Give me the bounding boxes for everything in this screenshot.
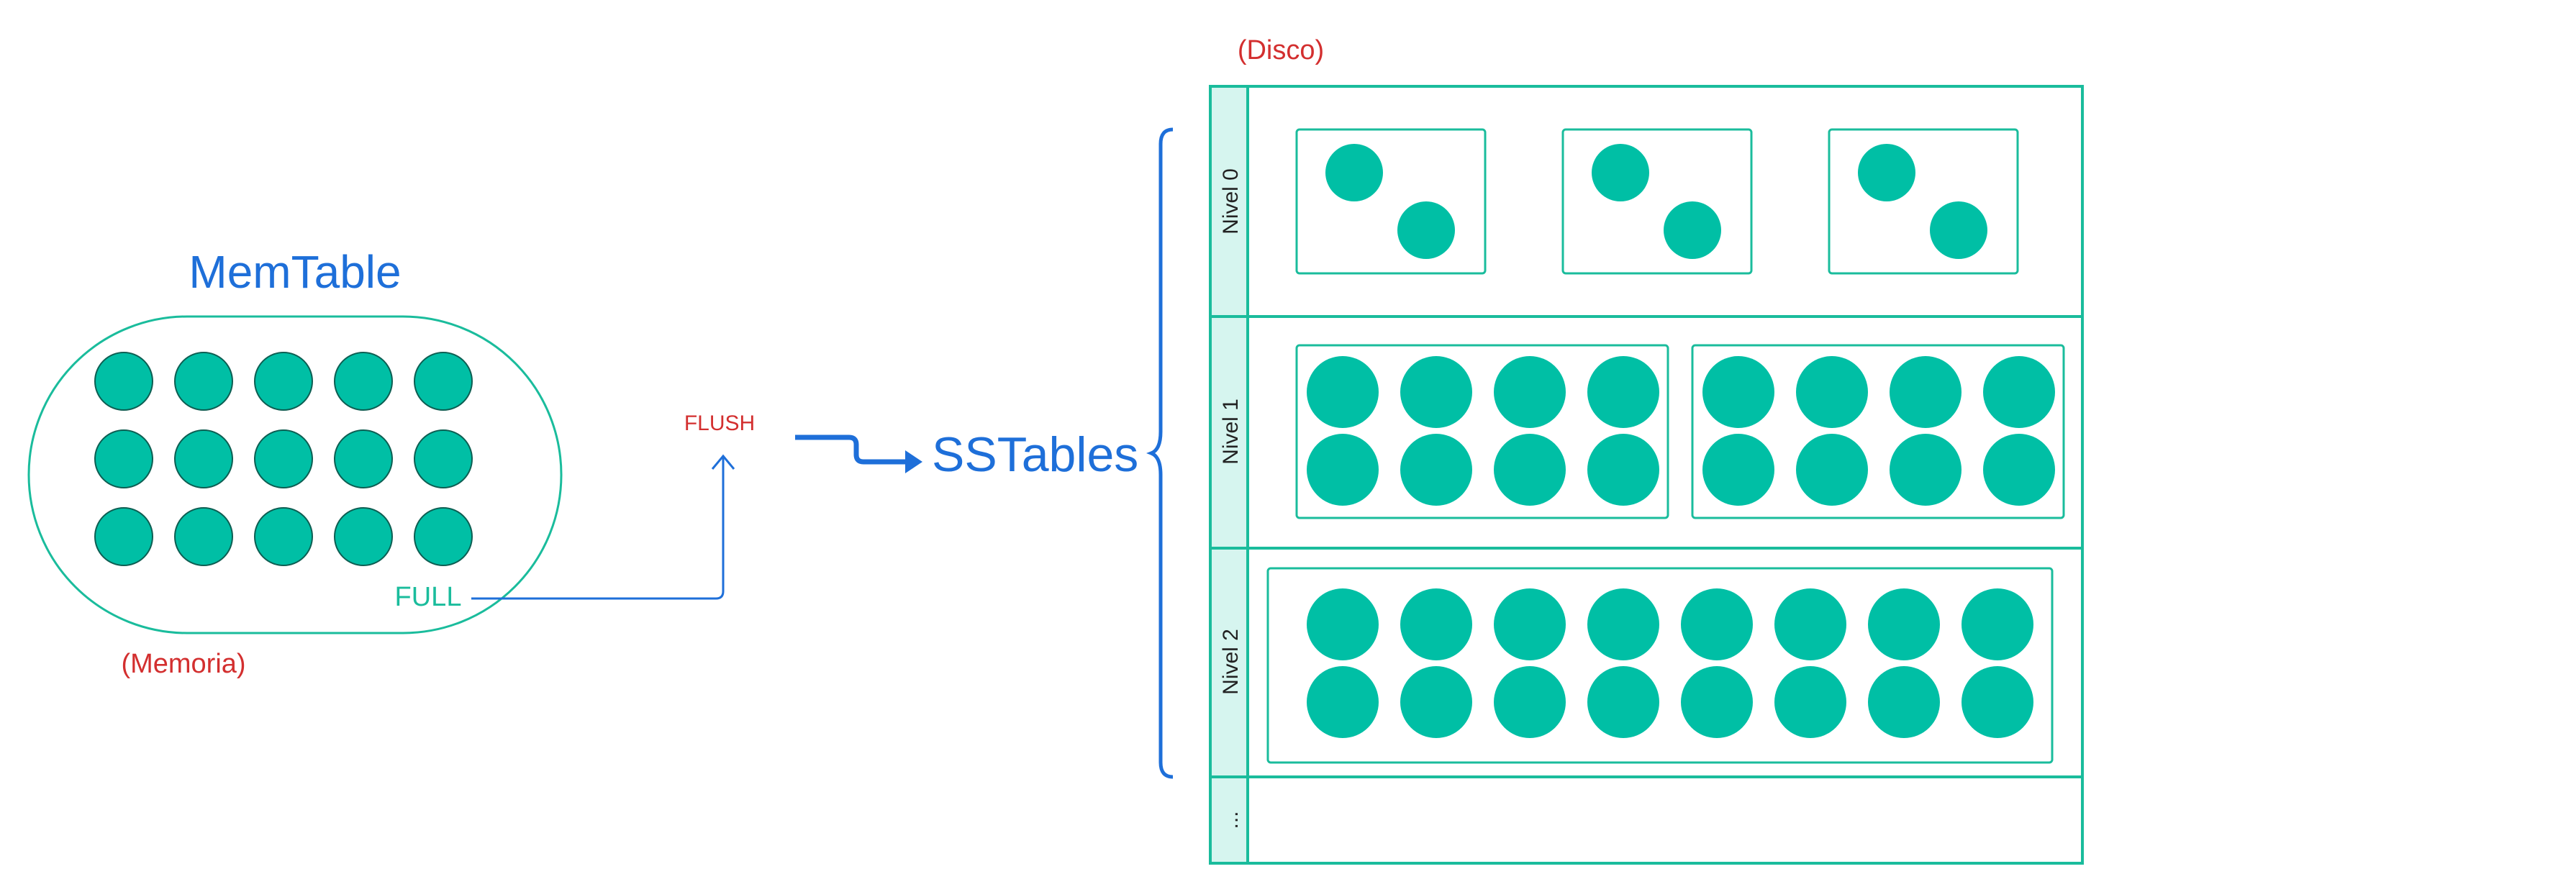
record: [1400, 356, 1472, 428]
level-0-sstable-2: [1561, 128, 1753, 275]
record: [174, 352, 233, 411]
record: [1983, 434, 2055, 506]
record: [1890, 434, 1962, 506]
record: [334, 429, 393, 488]
level-2: [1266, 567, 2054, 764]
sstables-arrow-line: [795, 434, 908, 465]
sstables-label: SSTables: [932, 427, 1138, 482]
memtable-records: [94, 352, 473, 566]
level-more-label: ...: [1219, 811, 1243, 829]
level-1-sstable-1: [1295, 344, 1669, 519]
flush-arrowhead: [711, 454, 735, 470]
full-to-flush-line: [471, 458, 725, 600]
record: [1681, 588, 1753, 660]
record: [1890, 356, 1962, 428]
level-2-sstable-1: [1266, 567, 2054, 764]
record: [174, 507, 233, 566]
sstables-brace: [1146, 127, 1174, 779]
level-0-sstable-3: [1828, 128, 2019, 275]
level-0-label: Nivel 0: [1219, 168, 1243, 235]
record: [1587, 356, 1659, 428]
record: [94, 352, 153, 411]
record: [414, 352, 473, 411]
record: [1307, 588, 1379, 660]
record: [1587, 588, 1659, 660]
memoria-label: (Memoria): [121, 649, 245, 679]
record: [1796, 434, 1868, 506]
level-0: [1295, 128, 2019, 275]
record: [1494, 588, 1566, 660]
record: [1930, 201, 1987, 259]
record: [94, 507, 153, 566]
flush-connector: FLUSH: [471, 411, 755, 600]
sstables-arrow: [795, 434, 922, 473]
record: [1397, 201, 1455, 259]
disco-label: (Disco): [1238, 35, 1324, 65]
record: [1400, 434, 1472, 506]
record: [1681, 666, 1753, 738]
flush-label: FLUSH: [684, 411, 755, 435]
level-2-records: [1307, 588, 2033, 738]
record: [1400, 588, 1472, 660]
disk-container: [1209, 85, 2084, 865]
record: [1702, 434, 1774, 506]
record: [1307, 434, 1379, 506]
full-label: FULL: [395, 582, 462, 612]
record: [254, 352, 313, 411]
record: [1868, 666, 1940, 738]
record: [1962, 588, 2033, 660]
level-1: [1295, 344, 2065, 519]
record: [1868, 588, 1940, 660]
record: [1774, 666, 1846, 738]
record: [1494, 666, 1566, 738]
record: [1983, 356, 2055, 428]
record: [254, 429, 313, 488]
record: [1796, 356, 1868, 428]
sstable-box: [1561, 128, 1753, 275]
record: [414, 507, 473, 566]
record: [1307, 666, 1379, 738]
record: [1592, 144, 1649, 201]
sstable-box: [1828, 128, 2019, 275]
record: [1702, 356, 1774, 428]
record: [1587, 666, 1659, 738]
record: [1325, 144, 1383, 201]
record: [1400, 666, 1472, 738]
memtable-container: [27, 315, 563, 634]
record: [1962, 666, 2033, 738]
memtable: MemTable FULL (Memoria): [27, 246, 563, 679]
record: [1774, 588, 1846, 660]
record: [1494, 434, 1566, 506]
record: [174, 429, 233, 488]
record: [1494, 356, 1566, 428]
level-2-label: Nivel 2: [1219, 629, 1243, 695]
record: [1587, 434, 1659, 506]
record: [1307, 356, 1379, 428]
disk: (Disco) Nivel 0 Nivel 1 Nivel 2 ...: [1209, 35, 2084, 865]
level-1-sstable-2: [1691, 344, 2065, 519]
record: [254, 507, 313, 566]
sstable-box: [1295, 128, 1487, 275]
record: [334, 352, 393, 411]
record: [1858, 144, 1915, 201]
sstables-arrowhead: [905, 450, 922, 473]
level-0-sstable-1: [1295, 128, 1487, 275]
record: [94, 429, 153, 488]
record: [414, 429, 473, 488]
record: [334, 507, 393, 566]
record: [1664, 201, 1721, 259]
level-1-label: Nivel 1: [1219, 399, 1243, 465]
level-label-bar: [1212, 88, 1248, 862]
level-1-records: [1307, 356, 2055, 506]
memtable-title: MemTable: [189, 246, 401, 298]
